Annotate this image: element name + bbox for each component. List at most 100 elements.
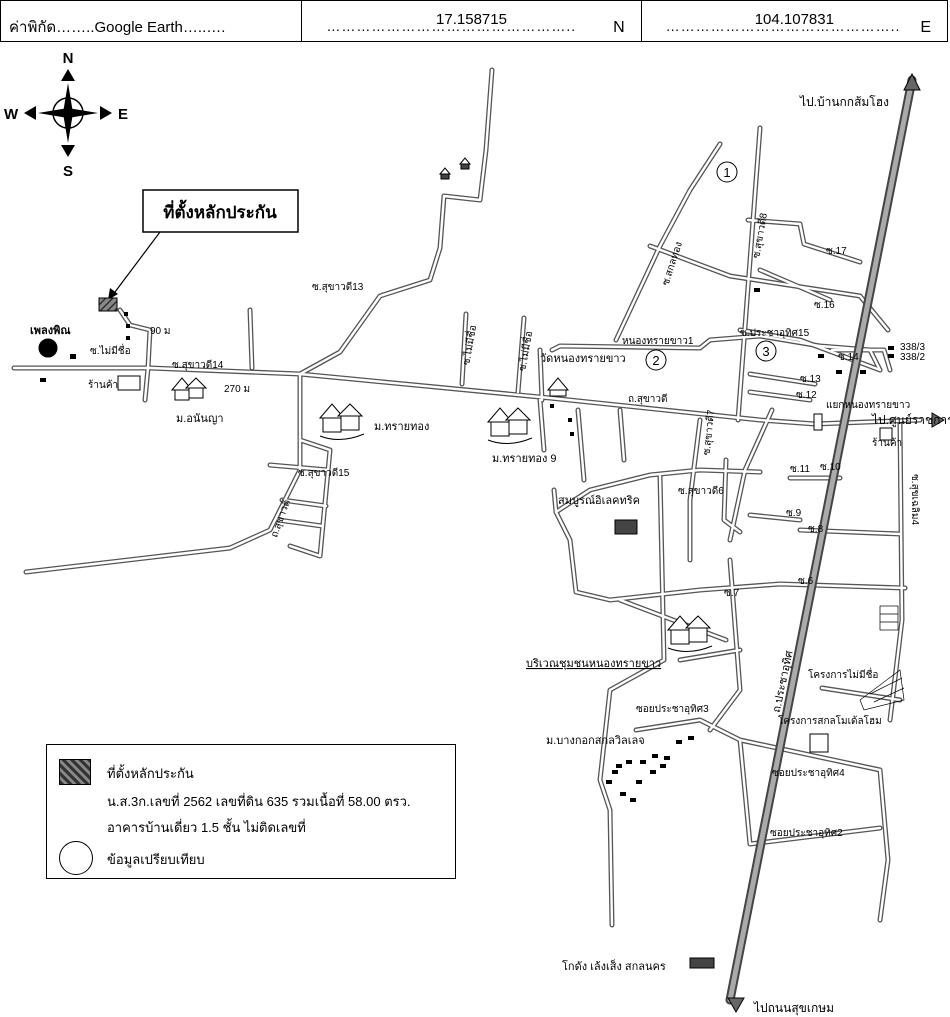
longitude-dots: ……………………………………….. xyxy=(665,18,901,34)
label-s7: ซ.7 xyxy=(724,588,740,599)
music-icon xyxy=(38,338,58,358)
label-sukhaloem4: ซ.สุขเฉลิม4 xyxy=(909,474,920,525)
label-to-ban-kok: ไป.บ้านกกส้มโฮง xyxy=(799,95,889,109)
compass-s: S xyxy=(63,163,73,180)
latitude-value: 17.158715 xyxy=(436,11,507,28)
latitude-dots: ………………………………………….. xyxy=(326,18,577,34)
collateral-callout: ที่ตั้งหลักประกัน xyxy=(98,189,299,312)
label-sakolthong: ซ.สกลทอง xyxy=(660,240,685,287)
label-soi-pu2: ซอยประชาอุทิศ2 xyxy=(770,828,843,839)
arrow-south-icon xyxy=(727,997,745,1014)
coordinate-header: ค่าพิกัด……..Google Earth…..…. 17.158715 … xyxy=(0,0,948,42)
label-bangkok-villa: ม.บางกอกสกลวิลเลจ xyxy=(546,735,645,747)
label-noname-project: โครงการไม่มีชื่อ xyxy=(808,667,878,681)
legend-item-detail: น.ส.3ก.เลขที่ 2562 เลขที่ดิน 635 รวมเนื้… xyxy=(107,794,411,809)
compass-w: W xyxy=(4,106,19,123)
label-to-sukkasem: ไปถนนสุขเกษม xyxy=(753,1001,834,1016)
longitude-suffix: E xyxy=(920,19,931,36)
label-soi-pu3: ซอยประชาอุทิศ3 xyxy=(636,704,709,715)
village-dots xyxy=(40,288,894,802)
label-junction: แยกหนองทรายขาว xyxy=(826,400,910,411)
marker-3: 3 xyxy=(762,344,769,359)
label-electric: สมบูรณ์อิเลคทริค xyxy=(558,494,640,507)
legend-item-collateral: ที่ตั้งหลักประกัน xyxy=(107,766,194,781)
label-th-sukhawadi-2: ถ.สุขาวดี xyxy=(628,393,668,405)
legend-item-detail-2: อาคารบ้านเดี่ยว 1.5 ชั้น ไม่ติดเลขที่ xyxy=(107,820,306,835)
legend-circle-swatch xyxy=(59,841,93,875)
house-icon xyxy=(458,157,472,170)
arrow-east-icon xyxy=(931,412,945,428)
label-s6: ซ.6 xyxy=(798,576,814,587)
direction-arrows xyxy=(727,72,945,1014)
coordinate-label-text: ค่าพิกัด……..Google Earth…..…. xyxy=(9,19,226,36)
label-s16: ซ.16 xyxy=(814,300,835,311)
label-s9: ซ.9 xyxy=(786,508,802,519)
label-338-3: 338/3 xyxy=(900,342,925,353)
coordinate-label: ค่าพิกัด xyxy=(9,19,57,36)
label-saithong: ม.ทรายทอง xyxy=(374,421,429,433)
label-dist-270: 270 ม xyxy=(224,384,250,395)
label-community: บริเวณชุมชนหนองทรายขาว xyxy=(526,658,661,670)
latitude-suffix: N xyxy=(613,19,625,36)
label-phlengphin: เพลงพิณ xyxy=(30,324,71,337)
compass-n: N xyxy=(63,50,74,67)
legend-item-comparison: ข้อมูลเปรียบเทียบ xyxy=(107,852,205,867)
road-network xyxy=(11,67,923,1005)
marker-2: 2 xyxy=(652,353,659,368)
house-symbols xyxy=(38,157,905,969)
label-th-sukhawadi: ถ.สุขาวดี xyxy=(268,498,293,539)
label-dist-90: 90 ม xyxy=(150,326,171,337)
label-nongsaikhao1: หนองทรายขาว1 xyxy=(622,336,694,347)
marker-1: 1 xyxy=(723,165,730,180)
map-labels: ไป.บ้านกกส้มโฮง ไป.ศูนย์ราชการ ไปถนนสุขเ… xyxy=(30,95,950,1016)
coordinate-source: Google Earth xyxy=(94,19,183,36)
location-map: N S E W ที่ตั้งหลักประกัน xyxy=(4,50,950,1016)
label-shop-2: ร้านค้า xyxy=(872,437,902,449)
label-shop: ร้านค้า xyxy=(88,379,118,391)
compass-e: E xyxy=(118,106,128,123)
latitude-cell: 17.158715 ………………………………………….. N xyxy=(302,1,642,41)
label-s13: ซ.13 xyxy=(800,374,821,385)
label-sakol-home: โครงการสกลโมเด้ลโฮม xyxy=(778,714,882,727)
project-grid-icon xyxy=(859,669,905,711)
project-grid-icon-2 xyxy=(879,605,899,631)
comparison-markers: 1 2 3 xyxy=(645,161,777,371)
label-sukhawadi15: ซ.สุขาวดี15 xyxy=(298,467,350,479)
label-s14: ซ.14 xyxy=(838,352,859,363)
label-to-suksa: ไป.ศูนย์ราชการ xyxy=(871,413,950,428)
label-mai-mi-chue: ซ.ไม่มีชื่อ xyxy=(90,343,131,357)
village-icon xyxy=(318,403,365,440)
temple-icon xyxy=(546,377,570,397)
village-icon xyxy=(486,407,533,444)
arrow-north-icon xyxy=(903,72,921,91)
label-s10: ซ.10 xyxy=(820,462,841,473)
label-godown: โกดัง เล้งเส็ง สกลนคร xyxy=(562,959,666,973)
label-s17: ซ.17 xyxy=(826,246,847,257)
map-legend: ที่ตั้งหลักประกัน น.ส.3ก.เลขที่ 2562 เลข… xyxy=(46,744,456,879)
label-saithong9: ม.ทรายทอง 9 xyxy=(492,453,557,465)
village-icon xyxy=(170,377,208,401)
label-prachauthit15: ซ.ประชาอุทิศ15 xyxy=(740,328,810,339)
compass-rose: N S E W xyxy=(4,50,128,180)
callout-text: ที่ตั้งหลักประกัน xyxy=(163,199,277,222)
label-s8: ซ.8 xyxy=(808,524,824,535)
label-sukhawadi7: ซ.สุขาวดี7 xyxy=(701,409,718,456)
house-icon xyxy=(438,167,452,180)
label-mai-mi-chue-2: ซ.ไม่มีชื่อ xyxy=(458,324,479,366)
label-s12: ซ.12 xyxy=(796,390,817,401)
label-sukhawadi14: ซ.สุขาวดี14 xyxy=(172,359,224,371)
label-wat: วัดหนองทรายขาว xyxy=(540,353,626,365)
label-338-2: 338/2 xyxy=(900,352,925,363)
legend-hatch-swatch xyxy=(59,759,91,785)
label-s11: ซ.11 xyxy=(790,464,810,475)
label-mai-mi-chue-3: ซ.ไม่มีชื่อ xyxy=(514,330,535,372)
longitude-cell: 104.107831 ……………………………………….. E xyxy=(642,1,947,41)
label-sukhawadi13: ซ.สุขาวดี13 xyxy=(312,281,364,293)
village-icon xyxy=(666,615,713,652)
source-cell: ค่าพิกัด……..Google Earth…..…. xyxy=(1,1,303,41)
collateral-marker xyxy=(98,297,118,312)
label-sukhawadi6: ซ.สุขาวดี6 xyxy=(678,485,724,497)
label-soi-pu4: ซอยประชาอุทิศ4 xyxy=(772,768,845,779)
longitude-value: 104.107831 xyxy=(754,11,834,28)
label-anunya: ม.อนันญา xyxy=(176,413,224,425)
